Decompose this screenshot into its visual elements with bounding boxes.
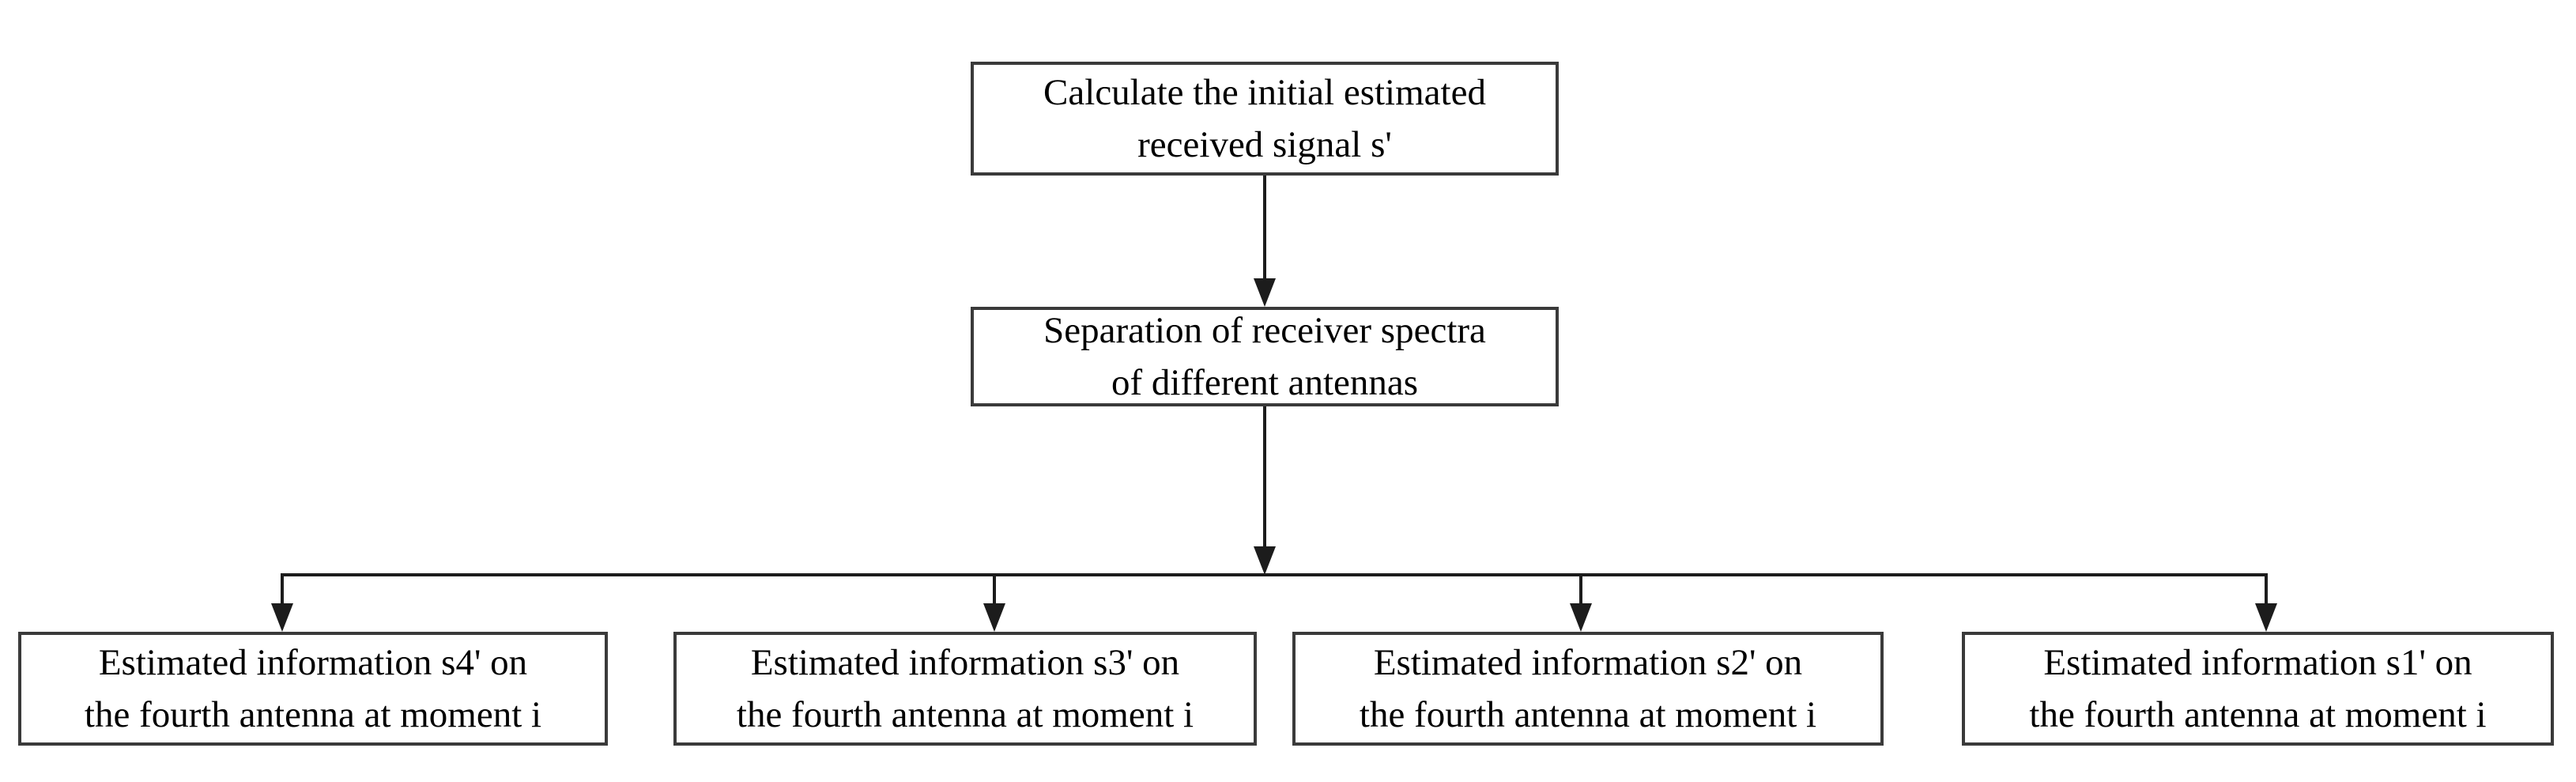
node-estimated-info-s1: Estimated information s1' on the fourth … [1962, 632, 2554, 746]
connector-process-to-branch [1263, 406, 1266, 547]
node-text-line: received signal s' [1137, 124, 1392, 165]
node-text-line: Estimated information s3' on [750, 642, 1180, 683]
node-text-line: Separation of receiver spectra [1043, 310, 1486, 351]
node-text-line: Estimated information s4' on [98, 642, 528, 683]
connector-branch-to-s2 [1579, 576, 1582, 605]
node-separation-receiver-spectra: Separation of receiver spectra of differ… [971, 307, 1559, 406]
arrowhead-down-icon [2255, 603, 2277, 632]
arrowhead-down-icon [983, 603, 1005, 632]
node-text-line: the fourth antenna at moment i [2029, 694, 2487, 735]
node-text-line: Estimated information s2' on [1373, 642, 1803, 683]
connector-start-to-process [1263, 176, 1266, 280]
node-text-line: Estimated information s1' on [2043, 642, 2472, 683]
arrowhead-down-icon [1254, 546, 1276, 575]
arrowhead-down-icon [1254, 278, 1276, 307]
arrowhead-down-icon [271, 603, 293, 632]
node-text-line: of different antennas [1111, 362, 1419, 403]
connector-branch-to-s3 [993, 576, 996, 605]
node-calculate-initial-signal: Calculate the initial estimated received… [971, 62, 1559, 176]
connector-branch-to-s4 [281, 576, 284, 605]
connector-branch-to-s1 [2265, 576, 2268, 605]
node-estimated-info-s4: Estimated information s4' on the fourth … [18, 632, 608, 746]
node-estimated-info-s2: Estimated information s2' on the fourth … [1292, 632, 1884, 746]
node-text-line: the fourth antenna at moment i [736, 694, 1194, 735]
node-estimated-info-s3: Estimated information s3' on the fourth … [673, 632, 1257, 746]
arrowhead-down-icon [1570, 603, 1592, 632]
node-text-line: Calculate the initial estimated [1043, 72, 1486, 113]
node-text-line: the fourth antenna at moment i [1359, 694, 1817, 735]
node-text-line: the fourth antenna at moment i [84, 694, 542, 735]
branch-bar [281, 573, 2268, 576]
